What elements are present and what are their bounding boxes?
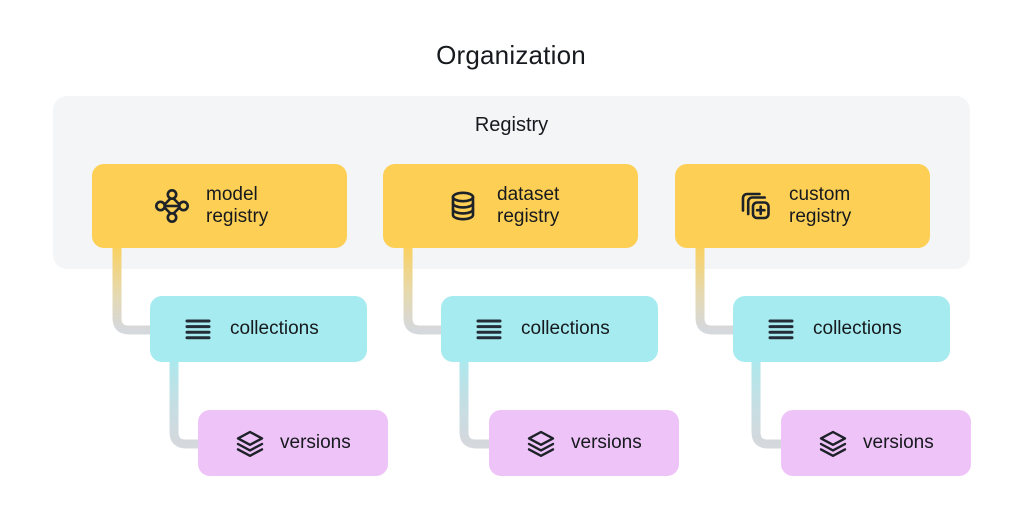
card-label: versions	[280, 431, 351, 453]
card-collections-dataset[interactable]: collections	[441, 296, 658, 362]
copy-plus-icon	[735, 186, 775, 226]
list-lines-icon	[765, 313, 797, 345]
card-versions-dataset[interactable]: versions	[489, 410, 679, 476]
card-versions-custom[interactable]: versions	[781, 410, 971, 476]
card-dataset-registry[interactable]: dataset registry	[383, 164, 638, 248]
card-label: collections	[813, 317, 902, 339]
card-versions-model[interactable]: versions	[198, 410, 388, 476]
registry-panel-title: Registry	[474, 114, 549, 136]
organization-title: Organization	[436, 40, 586, 70]
layers-stack-icon	[234, 427, 266, 459]
card-collections-model[interactable]: collections	[150, 296, 367, 362]
card-label: versions	[571, 431, 642, 453]
layers-stack-icon	[525, 427, 557, 459]
card-label: collections	[230, 317, 319, 339]
database-cylinder-icon	[443, 186, 483, 226]
card-custom-registry[interactable]: custom registry	[675, 164, 930, 248]
node-graph-icon	[152, 186, 192, 226]
layers-stack-icon	[817, 427, 849, 459]
list-lines-icon	[473, 313, 505, 345]
card-label: collections	[521, 317, 610, 339]
card-collections-custom[interactable]: collections	[733, 296, 950, 362]
list-lines-icon	[182, 313, 214, 345]
card-label: custom registry	[789, 183, 852, 227]
card-model-registry[interactable]: model registry	[92, 164, 347, 248]
card-label: versions	[863, 431, 934, 453]
card-label: model registry	[206, 183, 269, 227]
card-label: dataset registry	[497, 183, 560, 227]
